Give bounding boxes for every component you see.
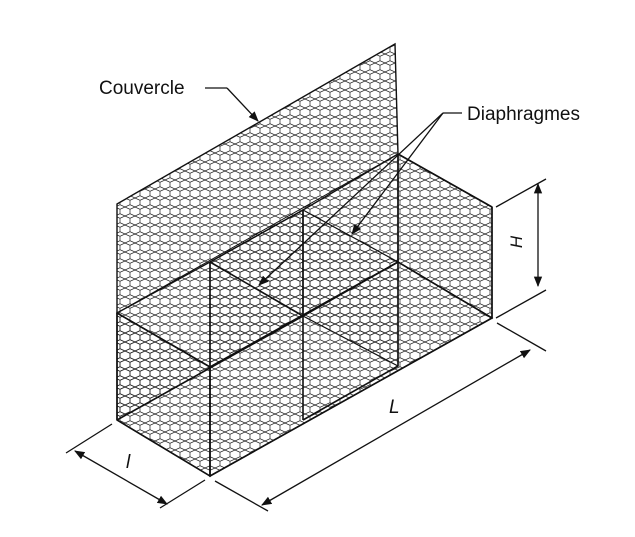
height-dimension	[495, 178, 547, 319]
width-dimension	[65, 423, 206, 509]
diaphragms-label: Diaphragmes	[467, 104, 580, 125]
diaphragm-leaders	[258, 112, 462, 286]
width-label: l	[126, 452, 131, 473]
lid-leader	[205, 87, 259, 122]
lid-label: Couvercle	[99, 78, 185, 99]
length-label: L	[389, 397, 400, 418]
length-dimension	[214, 322, 547, 512]
height-label: H	[507, 235, 526, 248]
